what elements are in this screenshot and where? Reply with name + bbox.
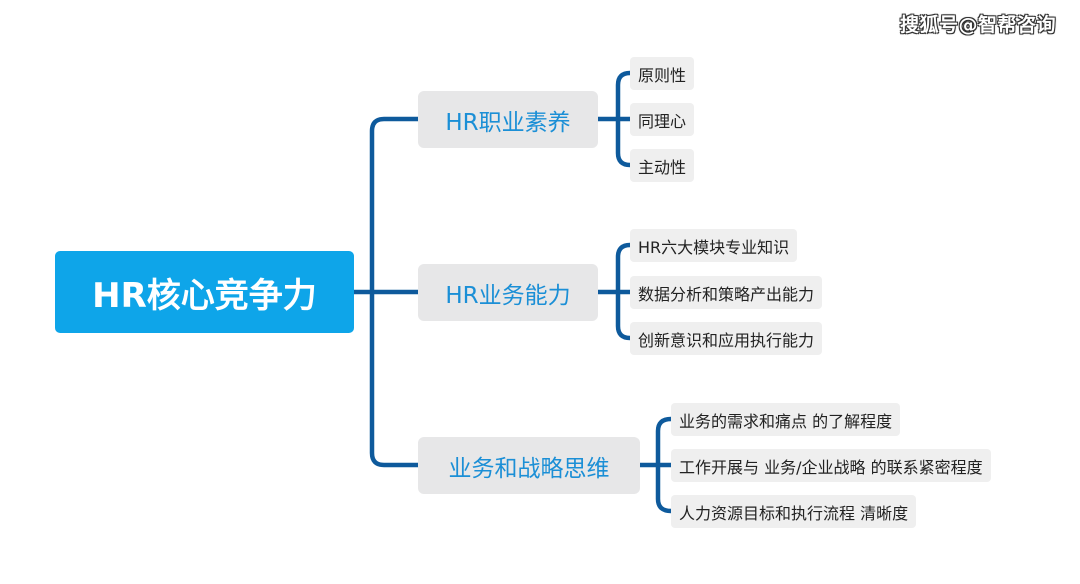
- leaf-node: 创新意识和应用执行能力: [630, 322, 823, 355]
- leaf-node: 同理心: [630, 103, 695, 136]
- leaf-node: 工作开展与 业务/企业战略 的联系紧密程度: [671, 449, 991, 482]
- branch-node-business-ability: HR业务能力: [418, 264, 598, 321]
- watermark: 搜狐号@智帮咨询: [899, 14, 1056, 36]
- branch-node-professional-quality: HR职业素养: [418, 91, 598, 148]
- leaf-node: 原则性: [630, 57, 695, 90]
- root-node: HR核心竞争力: [55, 251, 354, 333]
- leaf-node: 业务的需求和痛点 的了解程度: [671, 403, 901, 436]
- branch-node-strategic-thinking: 业务和战略思维: [418, 437, 640, 494]
- leaf-node: 人力资源目标和执行流程 清晰度: [671, 495, 917, 528]
- leaf-node: 数据分析和策略产出能力: [630, 276, 823, 309]
- leaf-node: 主动性: [630, 149, 695, 182]
- leaf-node: HR六大模块专业知识: [630, 229, 798, 262]
